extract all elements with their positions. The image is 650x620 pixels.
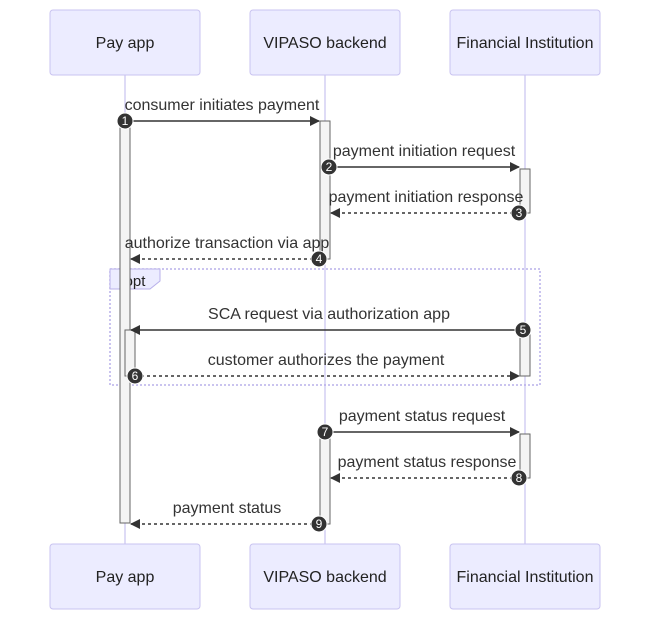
sequence-number-badge (126, 367, 144, 385)
message-label: consumer initiates payment (125, 97, 320, 114)
participant-box-vipaso-backend-top (249, 9, 401, 76)
sequence-number: 3 (516, 206, 523, 220)
sequence-number: 1 (122, 114, 129, 128)
sequence-number-badge (514, 321, 532, 339)
sequence-number: 5 (520, 323, 527, 337)
sequence-number: 7 (322, 425, 329, 439)
activation-pay-app (119, 120, 131, 524)
participant-box-vipaso-backend-bottom (249, 543, 401, 610)
participant-box-financial-institution-top (449, 9, 601, 76)
sequence-number-badge (310, 515, 328, 533)
participant-label-financial-institution-bottom: Financial Institution (457, 569, 594, 586)
participant-label-vipaso-backend-top: VIPASO backend (263, 35, 386, 52)
message-label: customer authorizes the payment (208, 352, 445, 369)
message-label: payment status request (339, 408, 506, 425)
sequence-number: 6 (132, 369, 139, 383)
sequence-number: 9 (316, 517, 323, 531)
sequence-number-badge (310, 250, 328, 268)
participant-box-pay-app-bottom (49, 543, 201, 610)
message-label: payment initiation request (333, 143, 516, 160)
participant-label-pay-app-bottom: Pay app (96, 569, 155, 586)
participant-label-financial-institution-top: Financial Institution (457, 35, 594, 52)
sequence-number-badge (116, 112, 134, 130)
sequence-number-badge (320, 158, 338, 176)
message-label: payment initiation response (329, 189, 524, 206)
sequence-number-badge (316, 423, 334, 441)
activation-vipaso-2 (319, 431, 331, 525)
message-label: SCA request via authorization app (208, 306, 450, 323)
sequence-number: 2 (326, 160, 333, 174)
message-label: payment status response (338, 454, 517, 471)
message-label: authorize transaction via app (125, 235, 330, 252)
participant-label-vipaso-backend-bottom: VIPASO backend (263, 569, 386, 586)
participant-box-financial-institution-bottom (449, 543, 601, 610)
sequence-number: 8 (516, 471, 523, 485)
opt-fragment-frame (109, 268, 541, 386)
sequence-number-badge (510, 204, 528, 222)
sequence-number-badge (510, 469, 528, 487)
sequence-number: 4 (316, 252, 323, 266)
participant-box-pay-app-top (49, 9, 201, 76)
participant-label-pay-app-top: Pay app (96, 35, 155, 52)
message-label: payment status (173, 500, 282, 517)
